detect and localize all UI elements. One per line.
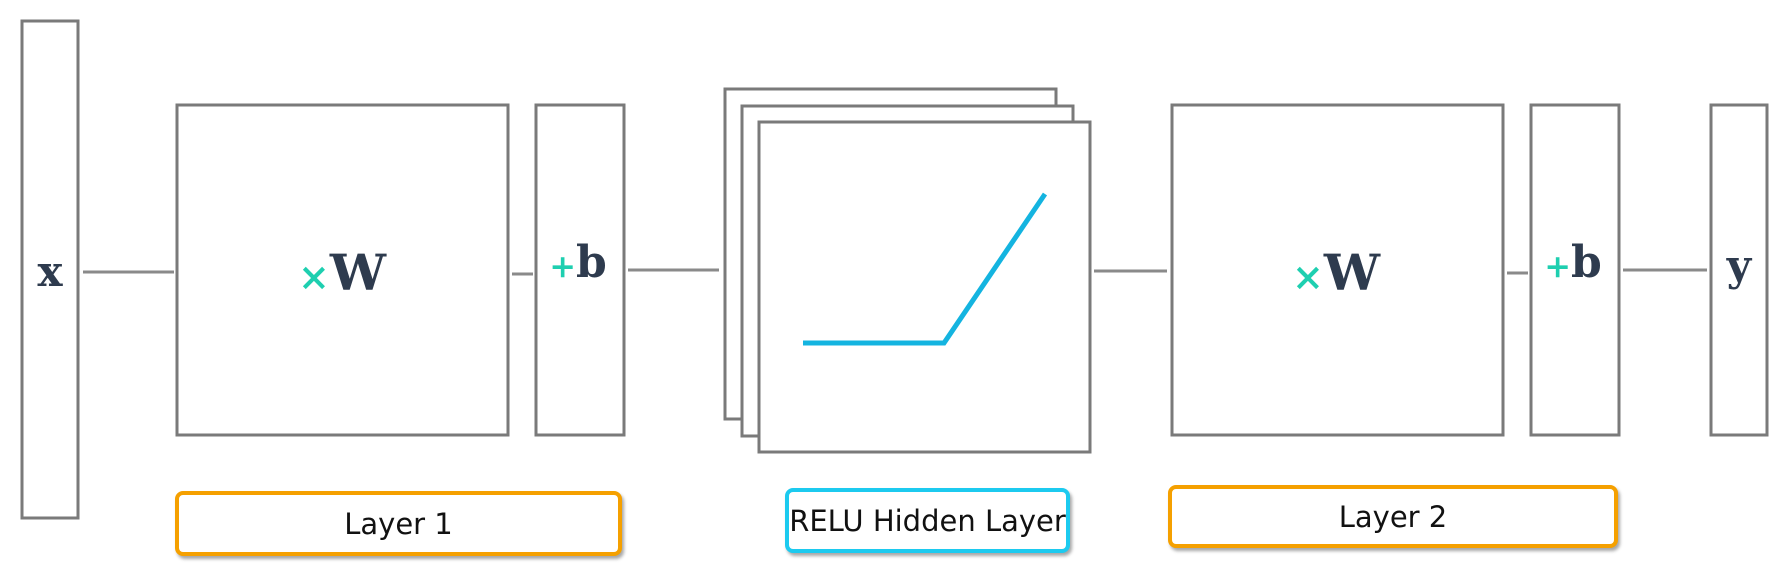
output-vector-box xyxy=(1709,103,1769,437)
input-vector-box xyxy=(20,19,80,520)
layer1-bias-box xyxy=(534,103,626,437)
relu-activation-curve xyxy=(803,192,1048,346)
output-symbol: y xyxy=(1726,241,1753,290)
layer1-bias-label: +b xyxy=(549,237,607,288)
layer2-multiply-icon: × xyxy=(1292,254,1324,299)
relu-label-text: RELU Hidden Layer xyxy=(789,503,1066,538)
layer2-bias-label: +b xyxy=(1544,237,1602,288)
layer2-label: Layer 2 xyxy=(1168,485,1618,548)
relu-stack-front xyxy=(757,120,1092,454)
layer1-plus-icon: + xyxy=(549,247,576,285)
layer1-label: Layer 1 xyxy=(175,491,622,556)
layer1-multiply-icon: × xyxy=(298,254,330,299)
layer2-weight-symbol: W xyxy=(1323,243,1381,302)
layer2-plus-icon: + xyxy=(1544,247,1571,285)
layer1-weight-symbol: W xyxy=(329,243,387,302)
layer2-bias-symbol: b xyxy=(1571,237,1602,288)
input-symbol: x xyxy=(37,247,63,296)
layer2-weight-box xyxy=(1170,103,1505,437)
layer2-bias-box xyxy=(1529,103,1621,437)
layer2-weight-label: ×W xyxy=(1292,243,1381,302)
relu-label: RELU Hidden Layer xyxy=(785,488,1070,553)
layer1-weight-label: ×W xyxy=(298,243,387,302)
layer1-weight-box xyxy=(175,103,510,437)
layer1-bias-symbol: b xyxy=(576,237,607,288)
layer2-label-text: Layer 2 xyxy=(1338,499,1448,534)
layer1-label-text: Layer 1 xyxy=(344,506,453,541)
